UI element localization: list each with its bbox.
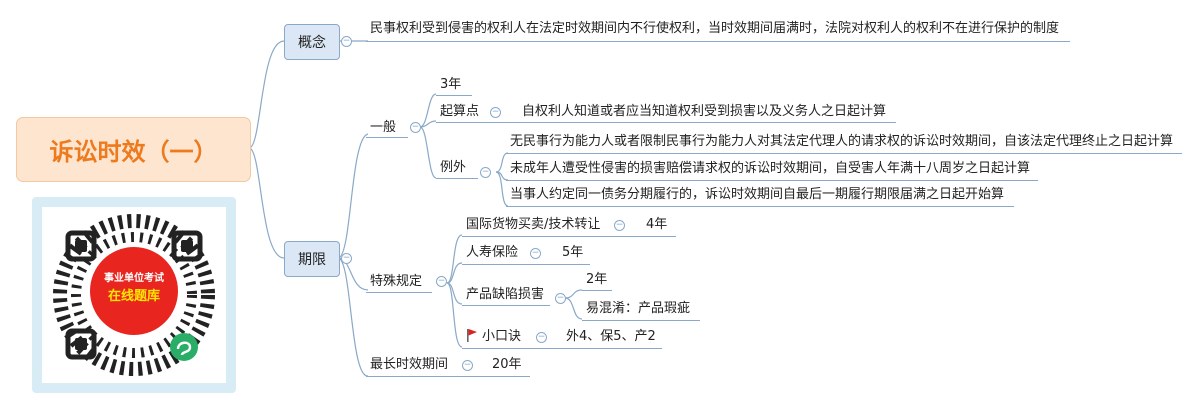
exception-collapse-icon[interactable] [480,167,491,178]
max-value: 20年 [492,357,522,372]
period-label: 期限 [298,252,326,268]
concept-collapse-icon[interactable] [341,36,352,47]
mnemonic-collapse-icon[interactable] [536,332,547,343]
qr-text-line1: 事业单位考试 [104,273,164,284]
start-label[interactable]: 起算点 [440,104,480,119]
start-underline [436,122,896,123]
start-collapse-icon[interactable] [490,107,501,118]
concept-node[interactable]: 概念 [284,24,340,60]
exception-1-underline [506,153,1182,154]
exception-item-3: 当事人约定同一债务分期履行的，诉讼时效期间自最后一期履行期限届满之日起开始算 [510,187,1005,202]
root-title: 诉讼时效（一） [49,138,218,166]
flag-icon [467,329,477,342]
trade-label[interactable]: 国际货物买卖/技术转让 [466,217,601,232]
life-underline [462,264,590,265]
product-note: 易混淆：产品瑕疵 [586,301,691,316]
general-collapse-icon[interactable] [410,122,421,133]
special-collapse-icon[interactable] [436,276,447,287]
mnemonic-value: 外4、保5、产2 [566,329,656,344]
start-text: 自权利人知道或者应当知道权利受到损害以及义务人之日起计算 [522,104,887,119]
product-collapse-icon[interactable] [555,293,566,304]
qr-text-line2: 在线题库 [107,289,160,304]
product-note-underline [582,320,700,321]
product-value: 2年 [586,272,608,287]
trade-underline [462,236,676,237]
qr-code-icon [53,214,215,376]
life-value: 5年 [562,245,584,260]
product-label[interactable]: 产品缺陷损害 [466,287,545,302]
exception-label[interactable]: 例外 [440,160,467,175]
exception-underline [436,178,478,179]
life-collapse-icon[interactable] [530,248,541,259]
general-underline [366,137,408,138]
product-value-underline [582,290,612,291]
life-label[interactable]: 人寿保险 [466,245,519,260]
max-underline [366,376,530,377]
qr-code: 事业单位考试 在线题库 [42,207,226,383]
mnemonic-label[interactable]: 小口诀 [482,329,522,344]
exception-3-underline [506,206,1014,207]
product-underline [462,305,550,306]
trade-value: 4年 [646,217,668,232]
qr-card: 事业单位考试 在线题库 [32,197,236,393]
exception-item-2: 未成年人遭受性侵害的损害赔偿请求权的诉讼时效期间，自受害人年满十八周岁之日起计算 [510,161,1031,176]
root-node[interactable]: 诉讼时效（一） [16,117,251,182]
max-label[interactable]: 最长时效期间 [370,357,449,372]
special-underline [366,292,432,293]
concept-text: 民事权利受到侵害的权利人在法定时效期间内不行使权利，当时效期间届满时，法院对权利… [370,21,1060,36]
period-node[interactable]: 期限 [284,241,340,277]
max-collapse-icon[interactable] [462,360,473,371]
exception-2-underline [506,180,1038,181]
duration-underline [436,95,472,96]
trade-collapse-icon[interactable] [614,220,625,231]
concept-label: 概念 [298,35,326,51]
mini-program-icon [170,333,198,361]
period-collapse-icon[interactable] [341,253,352,264]
general-label[interactable]: 一般 [370,120,397,135]
exception-item-1: 无民事行为能力人或者限制民事行为能力人对其法定代理人的请求权的诉讼时效期间，自该… [510,134,1174,149]
mnemonic-underline [462,348,662,349]
special-label[interactable]: 特殊规定 [370,274,423,289]
general-duration: 3年 [440,77,462,92]
concept-underline [366,41,1070,42]
